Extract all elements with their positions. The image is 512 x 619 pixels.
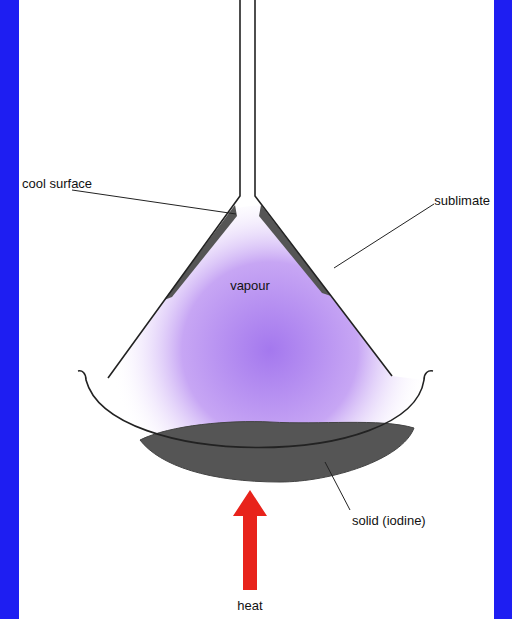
funnel-wall: [108, 0, 240, 378]
vapour-cloud: [95, 205, 445, 505]
leader-line: [72, 190, 236, 214]
leader-line: [334, 204, 434, 268]
heat-arrow: [233, 490, 267, 590]
leader-line: [325, 462, 350, 510]
frame-band: [0, 0, 19, 619]
evaporating-dish: [78, 371, 433, 448]
ground: [19, 0, 494, 619]
funnel-wall: [255, 0, 392, 376]
vapour-glow: [95, 205, 445, 505]
frame-band: [494, 0, 512, 619]
part-label: vapour: [230, 278, 270, 293]
part-label: heat: [237, 598, 262, 613]
part-label: sublimate: [434, 193, 490, 208]
iodine-solid: [140, 422, 414, 482]
part-label: solid (iodine): [352, 513, 426, 528]
part-label: cool surface: [22, 176, 92, 191]
